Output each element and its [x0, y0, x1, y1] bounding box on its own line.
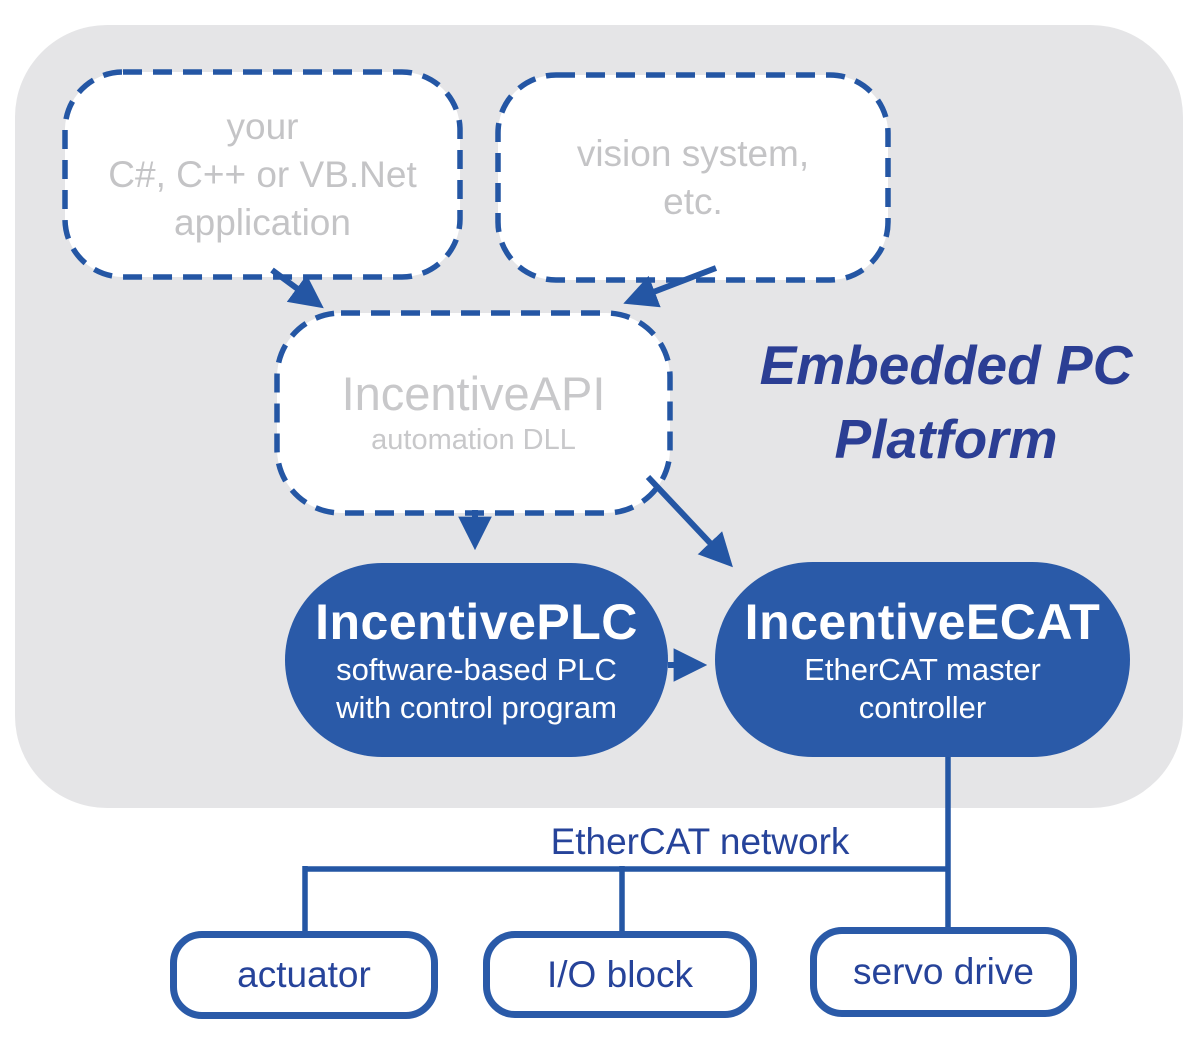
incentive-plc-title: IncentivePLC: [315, 594, 638, 650]
vision-node-label-line1: vision system,: [576, 132, 810, 174]
incentive-plc-node: IncentivePLC software-based PLC with con…: [285, 563, 668, 757]
io-block-node: I/O block: [483, 931, 757, 1018]
platform-title-line1: Embedded PC: [759, 334, 1133, 396]
incentive-api-node: IncentiveAPI automation DLL: [277, 313, 670, 513]
ethercat-network-label: EtherCAT network: [550, 821, 850, 862]
app-node-label-line3: application: [174, 201, 351, 243]
app-node: your C#, C++ or VB.Net application: [65, 72, 460, 277]
vision-node: vision system, etc.: [498, 75, 888, 280]
app-node-label-line2: C#, C++ or VB.Net: [108, 153, 417, 195]
platform-title: Embedded PC Platform: [752, 328, 1140, 476]
incentive-ecat-subtitle-line1: EtherCAT master: [804, 651, 1041, 687]
incentive-plc-subtitle-line1: software-based PLC: [336, 652, 617, 687]
servo-drive-node: servo drive: [810, 927, 1077, 1017]
incentive-ecat-title: IncentiveECAT: [744, 593, 1101, 650]
incentive-api-subtitle: automation DLL: [371, 424, 576, 456]
platform-title-line2: Platform: [834, 408, 1058, 470]
arrow-api-to-ecat: [645, 474, 733, 568]
vision-node-label-line2: etc.: [663, 180, 723, 222]
incentive-ecat-subtitle-line2: controller: [858, 689, 987, 725]
actuator-node: actuator: [170, 931, 438, 1019]
app-node-outline: [62, 69, 463, 280]
incentive-plc-subtitle-line2: with control program: [336, 690, 617, 725]
app-node-label-line1: your: [226, 105, 299, 147]
vision-node-outline: [495, 72, 891, 283]
io-block-label: I/O block: [547, 953, 693, 995]
actuator-label: actuator: [237, 954, 371, 995]
incentive-ecat-node: IncentiveECAT EtherCAT master controller: [715, 562, 1130, 757]
incentive-api-title: IncentiveAPI: [341, 367, 606, 420]
arrow-app-to-api: [270, 267, 324, 309]
servo-drive-label: servo drive: [853, 951, 1034, 992]
arrow-vision-to-api: [623, 265, 718, 308]
